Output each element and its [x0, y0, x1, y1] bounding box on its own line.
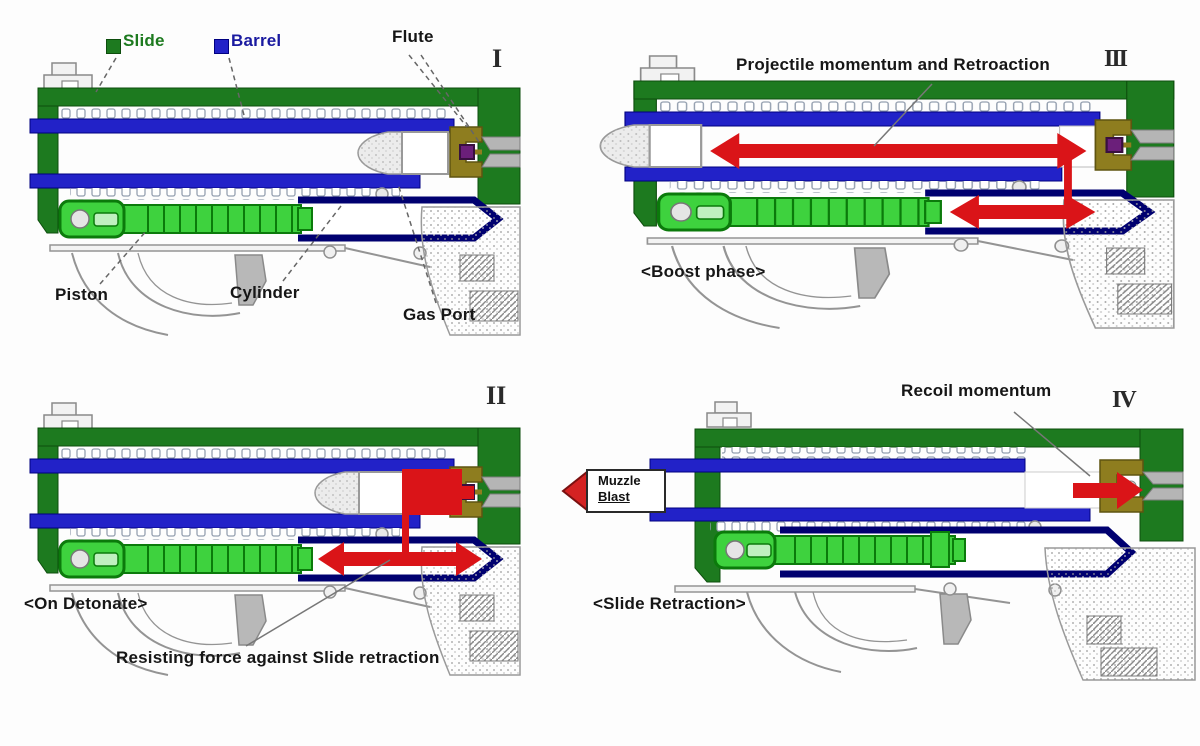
- legend-barrel-label: Barrel: [231, 31, 282, 50]
- gas-link-line: [1064, 151, 1072, 209]
- panel-4-numeral: IV: [1112, 387, 1137, 413]
- retroaction-arrow: [949, 195, 1096, 229]
- muzzle-blast-line2: Blast: [598, 489, 630, 504]
- piston-label: Piston: [55, 285, 109, 304]
- panel-4: [563, 402, 1195, 680]
- leader-lines: [95, 54, 1091, 647]
- panel-1-numeral: I: [492, 44, 503, 73]
- legend-slide-swatch: [106, 39, 121, 54]
- panel-3-numeral: III: [1104, 46, 1128, 72]
- muzzle-blast-line1: Muzzle: [598, 473, 641, 488]
- panel-3: [599, 56, 1173, 328]
- panel-2-numeral: II: [486, 381, 507, 410]
- cylinder-label: Cylinder: [230, 283, 300, 302]
- gas-link-line: [402, 513, 409, 559]
- projectile-momentum-arrow: [710, 133, 1087, 169]
- panel-3-title: Projectile momentum and Retroaction: [736, 55, 1050, 74]
- slide-retraction-caption: <Slide Retraction>: [593, 594, 746, 613]
- detonation-gas: [402, 469, 462, 515]
- recoil-momentum-label: Recoil momentum: [901, 381, 1052, 400]
- flute-label: Flute: [392, 27, 434, 46]
- on-detonate-caption: <On Detonate>: [24, 594, 148, 613]
- firing-pin-red: [461, 486, 474, 499]
- resisting-force-arrow: [318, 542, 482, 576]
- resisting-force-label: Resisting force against Slide retraction: [116, 648, 440, 667]
- muzzle-blast-label: Muzzle Blast: [598, 473, 641, 505]
- panel-2: [30, 403, 520, 675]
- boost-phase-caption: <Boost phase>: [641, 262, 766, 281]
- legend-slide-label: Slide: [123, 31, 165, 50]
- legend-barrel-swatch: [214, 39, 229, 54]
- gas-port-label: Gas Port: [403, 305, 476, 324]
